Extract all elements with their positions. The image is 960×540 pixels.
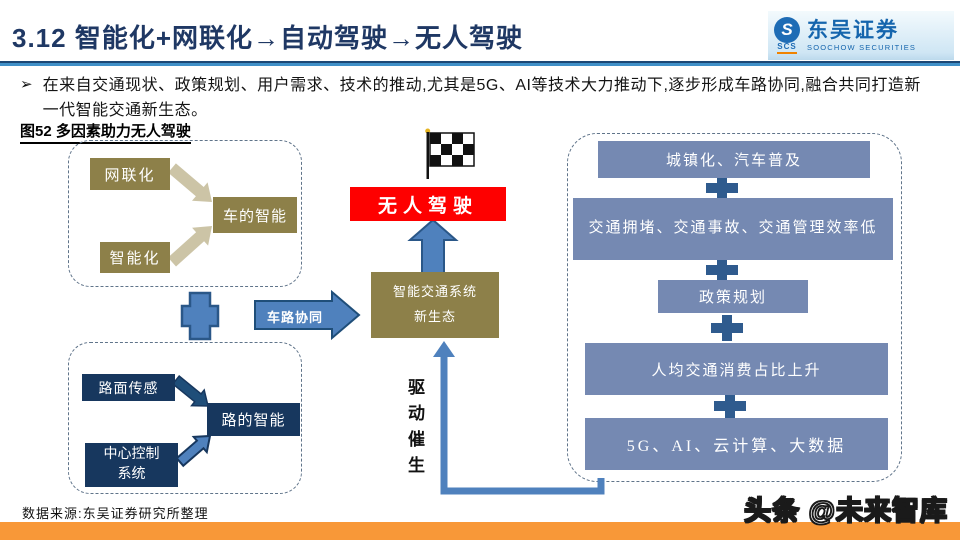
- factor-box-congestion: 交通拥堵、交通事故、交通管理效率低: [573, 198, 893, 260]
- logo-mark: S SCS: [774, 17, 800, 54]
- factor-box-technology: 5G、AI、云计算、大数据: [585, 418, 888, 470]
- box-road-intelligence: 路的智能: [207, 403, 300, 436]
- connector-line: [433, 341, 605, 495]
- label-vehicle-road-coordination: 车路协同: [266, 310, 323, 325]
- right-arrow-icon: [254, 289, 361, 341]
- central-control-line2: 系统: [117, 467, 146, 482]
- header-divider: [0, 61, 960, 66]
- factor-box-policy: 政策规划: [658, 280, 808, 313]
- data-source-note: 数据来源:东吴证券研究所整理: [22, 506, 209, 521]
- logo-text: 东吴证券 SOOCHOW SECURITIES: [807, 20, 916, 52]
- logo-abbr: SCS: [777, 42, 797, 54]
- ecosystem-line1: 智能交通系统: [392, 284, 477, 300]
- bottom-bar: [0, 522, 960, 540]
- navy-arrow-icon: [171, 375, 212, 468]
- ecosystem-line2: 新生态: [413, 309, 456, 324]
- company-logo: S SCS 东吴证券 SOOCHOW SECURITIES: [768, 11, 954, 60]
- tan-arrow-icon: [168, 163, 212, 267]
- summary-text: 在来自交通现状、政策规划、用户需求、技术的推动,尤其是5G、AI等技术大力推动下…: [42, 77, 921, 119]
- summary-bullet: ➢ 在来自交通现状、政策规划、用户需求、技术的推动,尤其是5G、AI等技术大力推…: [20, 74, 926, 124]
- figure-caption: 图52 多因素助力无人驾驶: [20, 120, 191, 144]
- vehicle-intelligence-group: [68, 140, 302, 287]
- box-central-control: 中心控制 系统: [85, 443, 178, 487]
- soochow-logo-icon: S: [774, 17, 800, 44]
- bullet-arrow-icon: ➢: [20, 76, 33, 93]
- page-title: 3.12 智能化+网联化→自动驾驶→无人驾驶: [12, 23, 524, 53]
- box-smart-transport-ecosystem: 智能交通系统 新生态: [371, 272, 499, 338]
- box-intelligentization: 智能化: [100, 242, 170, 273]
- label-drive-spawn: 驱动催生: [405, 378, 424, 482]
- driving-factors-group: [567, 133, 902, 482]
- up-arrow-icon: [407, 218, 459, 274]
- box-road-sensing: 路面传感: [82, 374, 175, 401]
- factor-box-consumption: 人均交通消费占比上升: [585, 343, 888, 395]
- watermark: 头条 @未来智库: [743, 495, 948, 526]
- road-intelligence-group: [68, 342, 302, 494]
- plus-icon: [180, 291, 220, 341]
- box-connectivity: 网联化: [90, 158, 170, 190]
- central-control-line1: 中心控制: [103, 447, 160, 463]
- logo-name-en: SOOCHOW SECURITIES: [807, 42, 917, 52]
- plus-icon: [706, 175, 746, 419]
- factor-box-urbanization: 城镇化、汽车普及: [598, 141, 870, 178]
- logo-name-cn: 东吴证券: [807, 18, 899, 42]
- checkered-flag-icon: [425, 128, 475, 179]
- box-driverless-goal: 无人驾驶: [350, 187, 506, 221]
- box-vehicle-intelligence: 车的智能: [213, 197, 297, 233]
